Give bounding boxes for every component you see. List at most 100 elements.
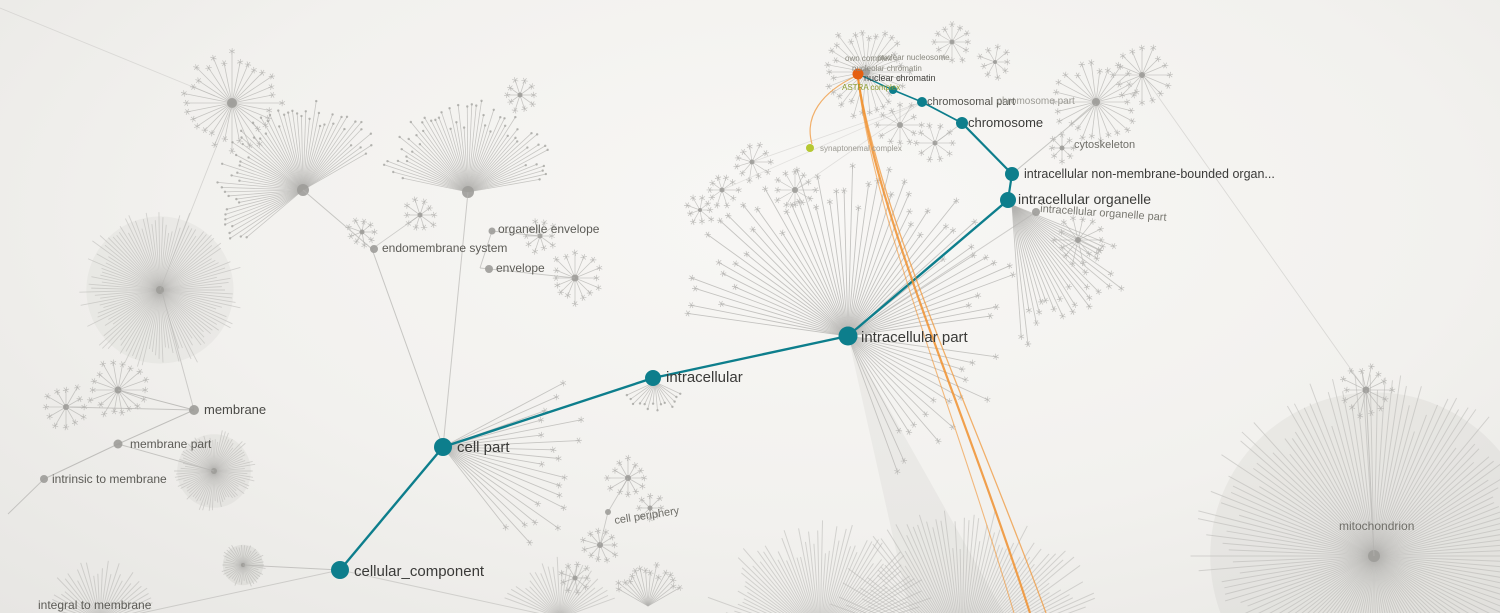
subtree-cluster (913, 122, 956, 163)
subtree-cluster (52, 560, 153, 613)
graph-node[interactable] (370, 245, 378, 253)
label-chromosome-part[interactable]: chromosome part (997, 96, 1075, 107)
graph-edge (371, 248, 444, 448)
subtree-hub-node[interactable] (359, 229, 365, 235)
label-intracellular-part[interactable]: intracellular part (861, 329, 969, 346)
subtree-cluster (774, 168, 819, 209)
node-intracellular-part[interactable] (838, 326, 858, 346)
label-chromosome[interactable]: chromosome (968, 115, 1043, 130)
highlighted-path-edge (921, 101, 963, 124)
subtree-cluster (552, 249, 603, 308)
subtree-hub-node[interactable] (993, 60, 997, 64)
node-cell-part[interactable] (434, 438, 452, 456)
node-intracellular[interactable] (645, 370, 661, 386)
subtree-cluster (706, 174, 742, 209)
subtree-cluster (79, 212, 241, 367)
subtree-cluster (930, 21, 971, 64)
subtree-hub-node[interactable] (897, 122, 903, 128)
label-envelope[interactable]: envelope (496, 261, 545, 275)
subtree-cluster (684, 194, 715, 226)
subtree-hub-node[interactable] (227, 98, 237, 108)
graph-edge (479, 230, 493, 269)
subtree-cluster (558, 561, 591, 596)
subtree-cluster (847, 335, 1000, 475)
graph-edge (847, 211, 1037, 337)
subtree-hub-node[interactable] (792, 187, 798, 193)
subtree-cluster (684, 162, 1017, 337)
node-intracellular-organelle[interactable] (1000, 192, 1016, 208)
graph-node[interactable] (113, 439, 123, 449)
label-cell-part[interactable]: cell part (457, 439, 510, 456)
subtree-hub-node[interactable] (1075, 237, 1081, 243)
label-astra-complex[interactable]: ASTRA complex (842, 83, 900, 92)
label-intrinsic-to-membrane[interactable]: intrinsic to membrane (52, 472, 167, 486)
label-membrane-part[interactable]: membrane part (130, 437, 212, 451)
subtree-cluster (733, 141, 774, 184)
subtree-hub-node[interactable] (1059, 145, 1065, 151)
highlighted-path-edge (339, 446, 444, 571)
subtree-hub-node[interactable] (1139, 72, 1145, 78)
graph-edge (139, 569, 341, 613)
node-chromosome[interactable] (956, 117, 968, 129)
label-nuclear-nucleosome[interactable]: nuclear nucleosome (878, 53, 950, 62)
label-intracellular-organelle[interactable]: intracellular organelle (1018, 191, 1151, 207)
graph-edge (607, 477, 629, 513)
subtree-hub-node[interactable] (719, 187, 725, 193)
subtree-hub-node[interactable] (749, 159, 755, 165)
subtree-hub-node[interactable] (949, 39, 955, 45)
highlighted-path-edge (857, 73, 894, 91)
subtree-cluster (874, 101, 925, 147)
graph-edge (117, 409, 195, 445)
graph-edge (1144, 77, 1363, 386)
label-mitochondrion[interactable]: mitochondrion (1339, 519, 1414, 533)
label-own-complex[interactable]: own complex (845, 54, 892, 63)
label-endomembrane-system[interactable]: endomembrane system (382, 241, 507, 255)
graph-edge (7, 478, 45, 515)
subtree-hub-node[interactable] (647, 505, 653, 511)
subtree-hub-node[interactable] (517, 92, 523, 98)
graph-edge (479, 267, 576, 279)
label-cytoskeleton[interactable]: cytoskeleton (1074, 139, 1135, 151)
graph-node[interactable] (488, 227, 496, 235)
subtree-hub-node[interactable] (1092, 98, 1100, 106)
graph-edge (751, 101, 923, 163)
graph-edge (794, 101, 923, 191)
label-organelle-envelope[interactable]: organelle envelope (498, 222, 600, 236)
node-intracellular-non-membrane-bounded-organelle[interactable] (1005, 167, 1019, 181)
label-synaptonemal-complex[interactable]: synaptonemal complex (820, 144, 902, 153)
label-intracellular[interactable]: intracellular (666, 369, 743, 386)
subtree-cluster (442, 379, 585, 546)
graph-edge (1011, 103, 1097, 175)
label-chromosomal-part[interactable]: chromosomal part (927, 96, 1015, 108)
node-synaptonemal-complex[interactable] (806, 144, 814, 152)
label-integral-to-membrane[interactable]: integral to membrane (38, 598, 152, 612)
graph-edge (161, 291, 195, 411)
node-cellular-component[interactable] (331, 561, 349, 579)
subtree-hub-node[interactable] (698, 208, 702, 212)
label-membrane[interactable]: membrane (204, 402, 266, 417)
graph-node[interactable] (189, 405, 199, 415)
association-edge (857, 77, 1015, 613)
graph-edge (43, 443, 119, 480)
subtree-cluster (345, 217, 378, 249)
label-intracellular-non-membrane-bounded-organelle[interactable]: intracellular non-membrane-bounded organ… (1024, 167, 1275, 181)
graph-node[interactable] (485, 265, 493, 273)
node-nuclear-chromatin[interactable] (852, 68, 864, 80)
subtree-hub-node[interactable] (862, 68, 870, 76)
graph-node[interactable] (605, 509, 611, 515)
node-chromatin[interactable] (889, 86, 897, 94)
graph-node[interactable] (40, 475, 48, 483)
graph-edge (302, 189, 373, 250)
graph-node[interactable] (1032, 208, 1040, 216)
subtree-cluster (829, 509, 1096, 613)
node-chromosomal-part[interactable] (917, 97, 927, 107)
label-nuclear-chromatin[interactable]: nuclear chromatin (864, 73, 936, 83)
subtree-cluster (382, 99, 549, 198)
label-cellular-component[interactable]: cellular_component (354, 563, 485, 580)
subtree-cluster (579, 527, 619, 564)
graph-edge (117, 389, 195, 411)
label-nucleolar-chromatin[interactable]: nucleolar chromatin (852, 64, 922, 73)
subtree-hub-node[interactable] (572, 575, 578, 581)
